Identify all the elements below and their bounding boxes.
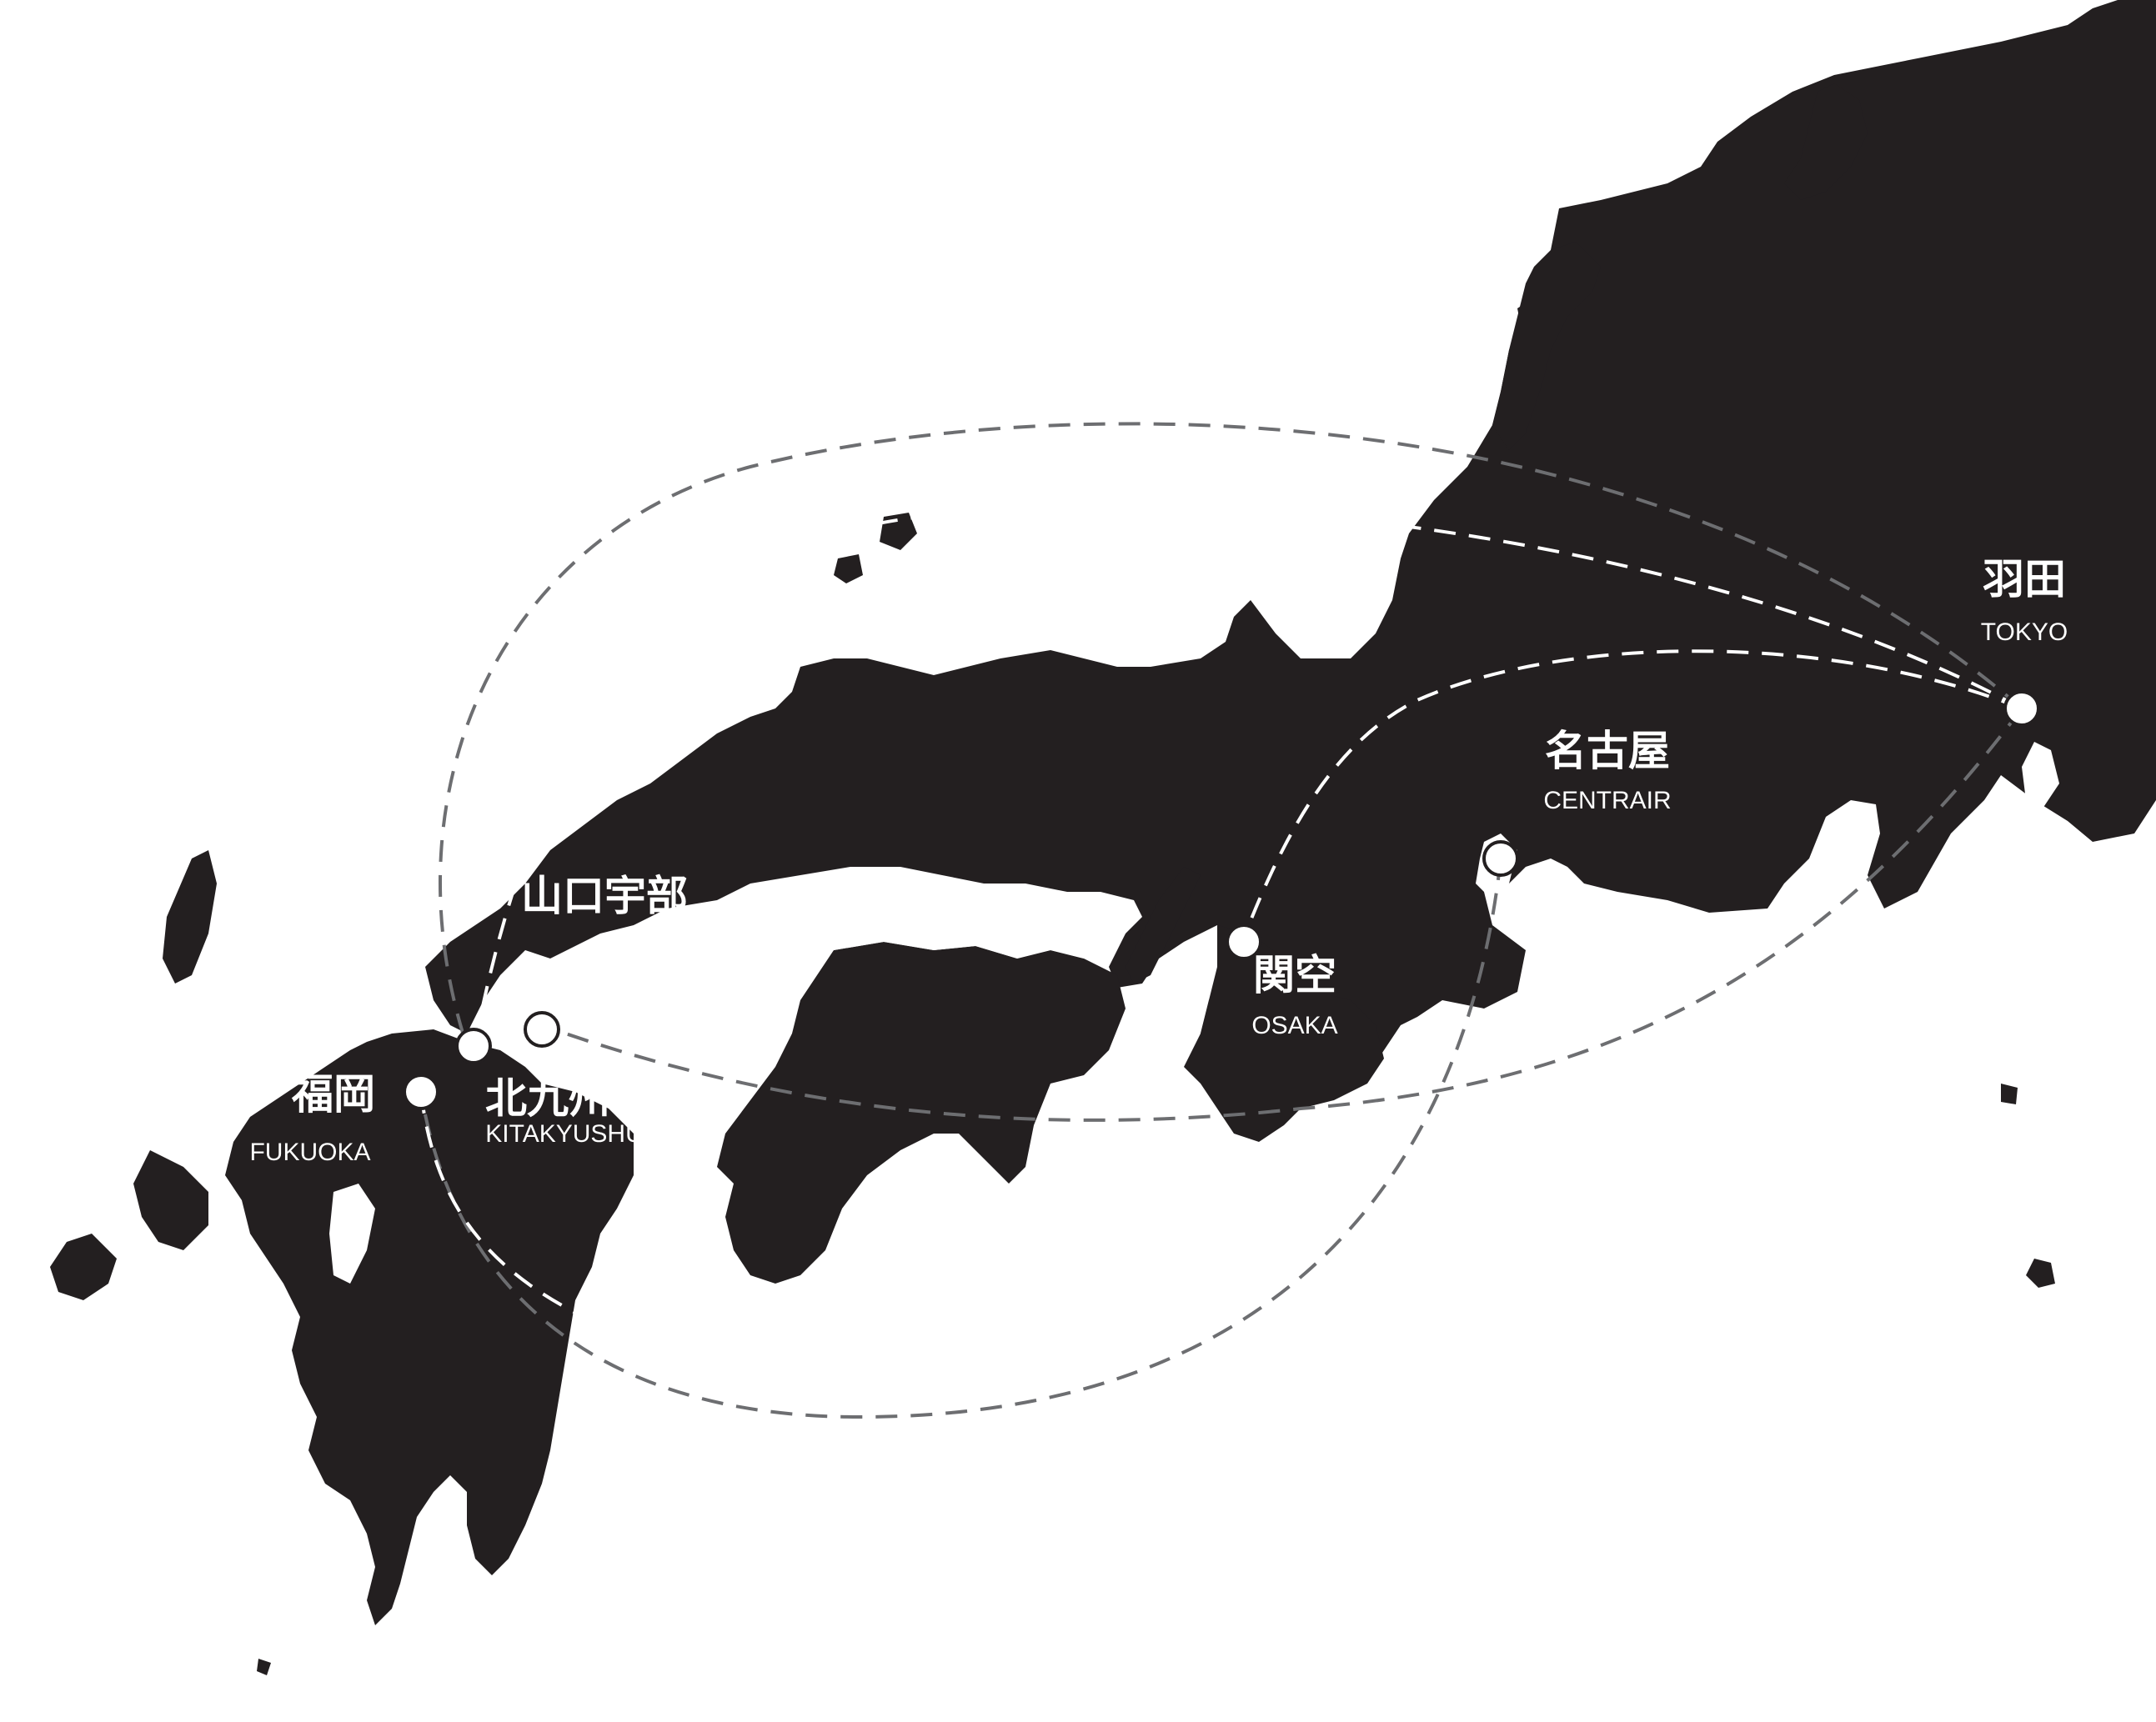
centrair-airport-marker[interactable] — [1482, 840, 1519, 877]
goto-islands — [50, 1234, 117, 1300]
airport-markers — [403, 690, 2040, 1110]
western-kyushu-islands — [133, 1150, 208, 1250]
land-masses — [50, 0, 2156, 1675]
seto-inland-sea — [517, 879, 1126, 1050]
airport-labels: 羽田 TOKYO 名古屋 CENTRAIR 関空 OSAKA 山口宇部 UBE … — [249, 555, 2068, 1166]
ube-label-en: UBE — [568, 945, 619, 973]
tsushima-island — [163, 850, 217, 984]
kitakyushu-label-ja: 北九州 — [485, 1074, 610, 1123]
osaka-label-en: OSAKA — [1251, 1012, 1337, 1039]
route-tokyo-ube — [474, 503, 2023, 1043]
tokyo-airport-marker[interactable] — [2003, 690, 2040, 727]
kii-peninsula — [1184, 925, 1384, 1142]
sado-island — [1784, 83, 1868, 200]
osaka-label-ja: 関空 — [1253, 951, 1336, 999]
izu-islands — [2026, 1259, 2055, 1288]
ariake-sea — [329, 1184, 375, 1284]
tokyo-label-ja: 羽田 — [1983, 555, 2066, 603]
route-tokyo-fukuoka-upper — [438, 422, 2023, 1047]
honshu-landmass — [425, 0, 2156, 1117]
ube-airport-marker[interactable] — [524, 1011, 560, 1048]
tokyo-bay — [2022, 742, 2059, 808]
kitakyushu-airport-marker[interactable] — [455, 1028, 492, 1064]
centrair-label-ja: 名古屋 — [1545, 727, 1670, 775]
kitakyushu-label-en: KITAKYUSHU — [485, 1120, 643, 1148]
route-tokyo-kitakyushu-lower — [541, 707, 2023, 1122]
fukuoka-label-ja: 福岡 — [291, 1070, 375, 1119]
route-fukuoka-connection — [419, 1091, 584, 1319]
awaji-island — [1126, 867, 1201, 984]
noto-peninsula — [1492, 242, 1601, 450]
route-centrair-fukuoka — [419, 858, 1502, 1419]
oki-islet — [834, 554, 863, 583]
osaka-airport-marker[interactable] — [1226, 924, 1262, 960]
southern-islet — [257, 1659, 271, 1675]
tokyo-label-en: TOKYO — [1981, 618, 2068, 646]
flight-routes — [419, 422, 2023, 1419]
kyushu-landmass — [225, 1029, 634, 1625]
fukuoka-airport-marker[interactable] — [403, 1074, 439, 1110]
route-tokyo-osaka — [1241, 649, 2023, 943]
izu-islet — [2001, 1084, 2018, 1104]
ube-label-ja: 山口宇部 — [521, 872, 688, 920]
fukuoka-label-en: FUKUOKA — [249, 1139, 370, 1166]
centrair-label-en: CENTRAIR — [1543, 787, 1671, 814]
